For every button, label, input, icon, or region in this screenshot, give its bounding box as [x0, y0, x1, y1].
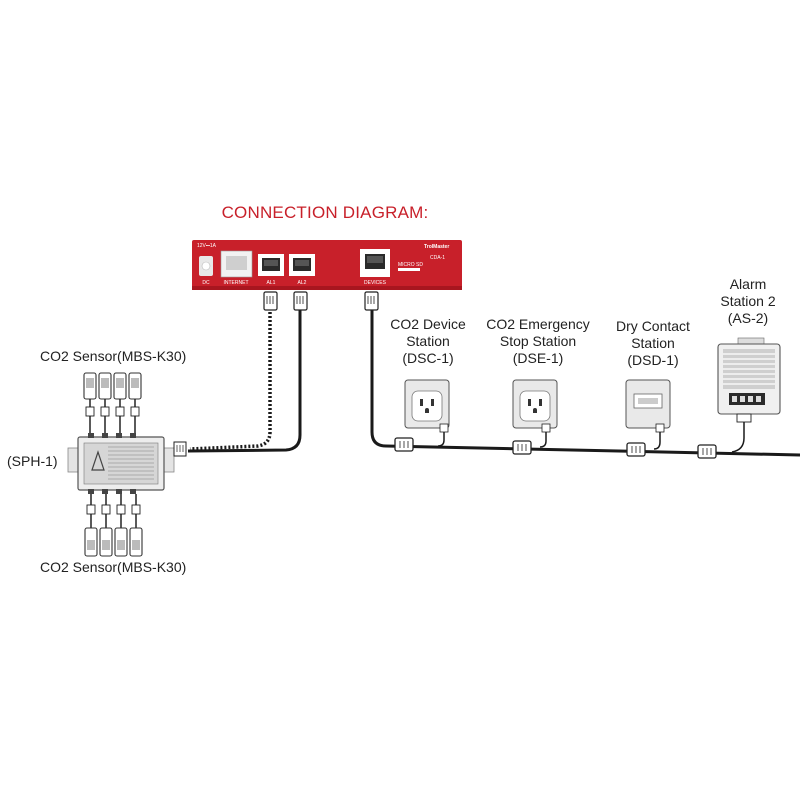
plug-al2: [293, 291, 308, 311]
label-as2-line1: Alarm: [729, 276, 767, 292]
label-dse-line2: Stop Station: [499, 333, 577, 349]
co2-sensor-icon: [114, 494, 128, 557]
port-label-micro-sd: MICRO SD: [398, 262, 423, 268]
outlet-station-icon: [512, 379, 558, 448]
cable-splitter-icon: [626, 442, 646, 457]
rj45-port-icon: [365, 254, 385, 269]
label-as2-line3: (AS-2): [727, 310, 769, 326]
dry-contact-station-icon: [625, 379, 671, 450]
label-dsc-line2: Station: [406, 333, 450, 349]
label-dse: CO2 Emergency Stop Station (DSE-1): [478, 316, 598, 367]
co2-sensor-icon: [129, 494, 143, 557]
port-label-al1: AL1: [266, 280, 276, 286]
rj45-port-icon: [293, 258, 311, 271]
label-as2: Alarm Station 2 (AS-2): [708, 276, 788, 327]
brand-logo: TrolMaster: [424, 244, 450, 250]
label-dsc-line3: (DSC-1): [402, 350, 454, 366]
label-dse-line3: (DSE-1): [512, 350, 564, 366]
cable-splitter-icon: [512, 440, 532, 455]
cable-splitter-icon: [697, 444, 717, 459]
outlet-station-icon: [404, 379, 450, 447]
power-rating: 12V⎓1A: [197, 243, 217, 249]
cable-splitter-icon: [394, 437, 414, 452]
alarm-station-icon: [717, 337, 781, 453]
label-sensor-top: CO2 Sensor(MBS-K30): [40, 348, 187, 364]
port-label-al2: AL2: [297, 280, 307, 286]
plug-al1: [263, 291, 278, 311]
co2-sensor-icon: [99, 494, 113, 557]
co2-sensor-icon: [128, 372, 142, 433]
rj45-port-icon: [262, 258, 280, 271]
cable-devices: [370, 308, 800, 457]
label-dsd-line1: Dry Contact: [616, 318, 690, 334]
label-dsd-line3: (DSD-1): [627, 352, 679, 368]
co2-sensor-icon: [98, 372, 112, 433]
label-dse-line1: CO2 Emergency: [486, 316, 590, 332]
controller-box-icon: [192, 240, 462, 290]
co2-sensor-icon: [83, 372, 97, 433]
label-dsc-line1: CO2 Device: [390, 316, 466, 332]
label-dsd: Dry Contact Station (DSD-1): [603, 318, 703, 369]
cable-al2: [187, 308, 302, 453]
co2-sensor-icon: [84, 494, 98, 557]
co2-sensor-icon-group-top: [83, 372, 142, 433]
plug-devices: [364, 291, 379, 311]
label-dsc: CO2 Device Station (DSC-1): [378, 316, 478, 367]
label-sensor-bottom: CO2 Sensor(MBS-K30): [40, 559, 187, 575]
label-as2-line2: Station 2: [720, 293, 776, 309]
label-dsd-line2: Station: [631, 335, 675, 351]
model-label: CDA-1: [430, 255, 446, 261]
diagram-title: CONNECTION DIAGRAM:: [221, 203, 429, 222]
label-hub: (SPH-1): [7, 453, 58, 469]
port-label-dc: DC: [202, 280, 210, 286]
port-label-internet: INTERNET: [223, 280, 249, 286]
co2-sensor-icon: [113, 372, 127, 433]
port-label-devices: DEVICES: [364, 280, 386, 286]
sensor-hub-icon: [67, 433, 187, 494]
rj45-port-icon: [173, 441, 187, 457]
co2-sensor-icon-group-bottom: [84, 494, 143, 557]
cable-al1: [189, 308, 272, 451]
